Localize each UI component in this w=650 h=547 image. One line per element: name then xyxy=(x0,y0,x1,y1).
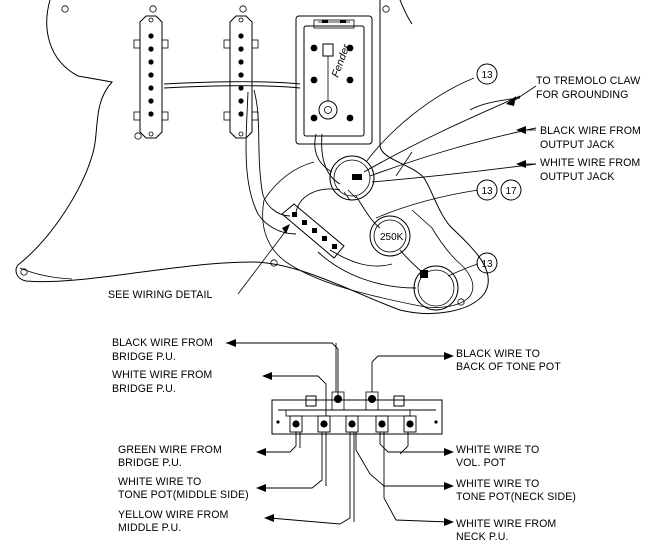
callout-13-lower: 13 xyxy=(476,252,498,274)
pot-marking: 250K xyxy=(380,232,404,243)
upper-wiring xyxy=(163,81,537,289)
label-tremolo-2: FOR GROUNDING xyxy=(536,89,629,101)
svg-text:13: 13 xyxy=(481,259,493,270)
label-yellow-middle-1: YELLOW WIRE FROM xyxy=(118,509,229,521)
switch-detail xyxy=(271,391,443,435)
middle-pickup xyxy=(223,15,259,139)
label-black-back-1: BLACK WIRE TO xyxy=(456,348,540,360)
label-green-bridge-1: GREEN WIRE FROM xyxy=(118,444,222,456)
label-white-neck-tone-2: TONE POT(NECK SIDE) xyxy=(456,491,576,503)
label-white-neck-pu-1: WHITE WIRE FROM xyxy=(456,518,556,530)
label-black-back-2: BACK OF TONE POT xyxy=(456,361,561,373)
volume-pot xyxy=(329,155,375,201)
label-white-bridge-1: WHITE WIRE FROM xyxy=(112,369,212,381)
label-white-neck-pu-2: NECK P.U. xyxy=(456,531,509,542)
label-white-tonepot-1: WHITE WIRE TO xyxy=(118,476,201,488)
label-tremolo-1: TO TREMOLO CLAW xyxy=(536,75,640,87)
label-white-output-2: OUTPUT JACK xyxy=(540,171,614,183)
label-black-output-2: OUTPUT JACK xyxy=(540,139,614,151)
pickguard-outline xyxy=(15,0,489,314)
label-green-bridge-2: BRIDGE P.U. xyxy=(118,457,182,469)
label-white-neck-tone-1: WHITE WIRE TO xyxy=(456,478,539,490)
neck-pickup xyxy=(133,15,169,139)
label-white-bridge-2: BRIDGE P.U. xyxy=(112,383,176,395)
selector-switch-upper xyxy=(281,203,345,259)
label-white-tonepot-2: TONE POT(MIDDLE SIDE) xyxy=(118,489,249,501)
callout-13-top: 13 xyxy=(476,63,498,85)
label-yellow-middle-2: MIDDLE P.U. xyxy=(118,522,181,534)
svg-text:17: 17 xyxy=(505,186,517,197)
label-see-wiring-detail: SEE WIRING DETAIL xyxy=(108,289,213,301)
callout-17: 17 xyxy=(500,179,522,201)
label-black-output-1: BLACK WIRE FROM xyxy=(540,125,641,137)
label-white-vol-2: VOL. POT xyxy=(456,457,506,469)
callout-13-middle: 13 xyxy=(476,179,498,201)
label-white-output-1: WHITE WIRE FROM xyxy=(540,157,640,169)
label-black-bridge-2: BRIDGE P.U. xyxy=(112,351,176,363)
upper-callouts xyxy=(237,77,537,295)
tone-pot-neck xyxy=(413,265,459,311)
bridge-pickup: Fender xyxy=(295,15,373,145)
svg-text:13: 13 xyxy=(481,186,493,197)
tone-pot-middle: 250K xyxy=(369,215,411,257)
label-black-bridge-1: BLACK WIRE FROM xyxy=(112,337,213,349)
label-white-vol-1: WHITE WIRE TO xyxy=(456,444,539,456)
lower-wiring xyxy=(226,339,454,526)
svg-text:13: 13 xyxy=(481,70,493,81)
